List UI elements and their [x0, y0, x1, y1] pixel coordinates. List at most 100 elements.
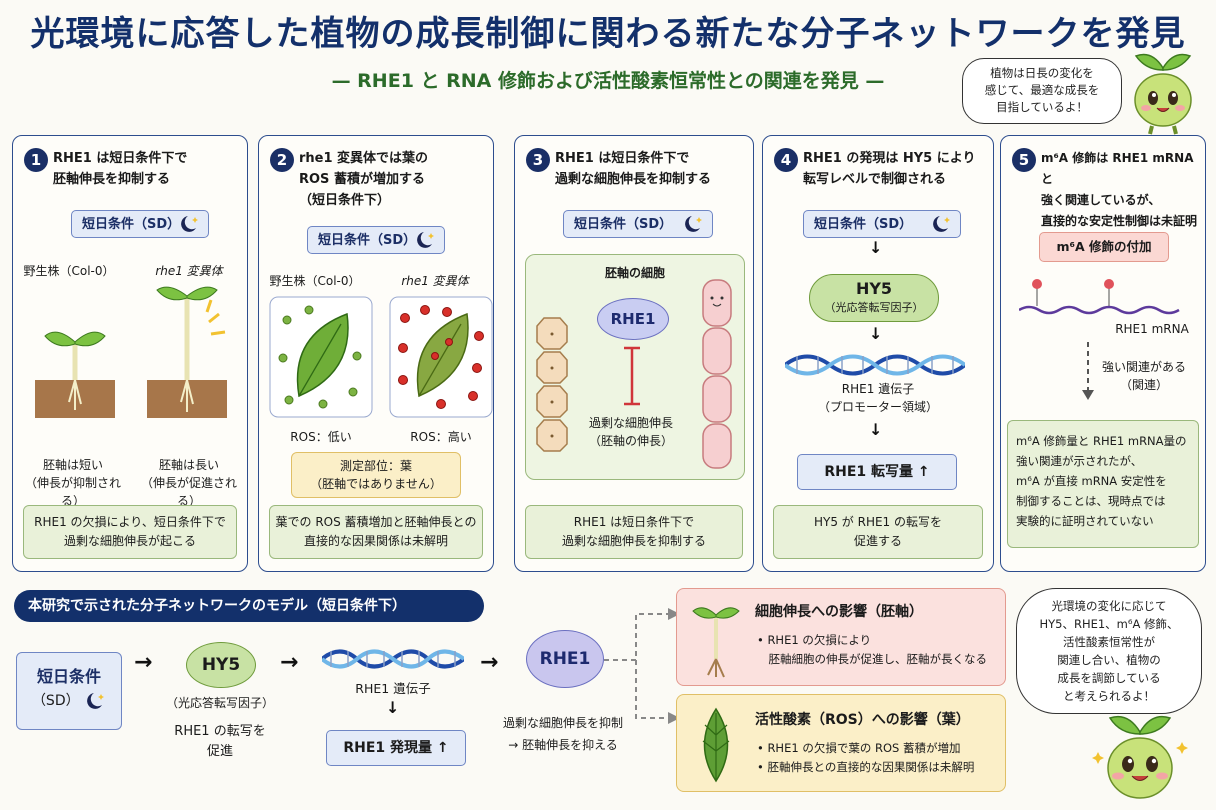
mascot-speech-bubble-bottom: 光環境の変化に応じて HY5、RHE1、m⁶A 修飾、 活性酸素恒常性が 関連し… — [1016, 588, 1202, 714]
sd-label: 短日条件（SD） — [814, 217, 913, 232]
model-rhe1-desc: 過剰な細胞伸長を抑制 → 胚軸伸長を抑える — [488, 712, 638, 756]
panel-title-line: （短日条件下） — [299, 193, 391, 208]
footer-line: 過剰な細胞伸長を抑制する — [561, 534, 706, 548]
panel-number: 2 — [270, 148, 294, 172]
panel-3: 3 RHE1 は短日条件下で 過剰な細胞伸長を抑制する 短日条件（SD） 胚軸の… — [514, 135, 754, 572]
wt-ros-level: ROS：低い — [290, 430, 352, 444]
footer-line: HY5 が RHE1 の転写を — [813, 515, 942, 529]
arrow-right-icon: → — [280, 650, 299, 675]
branch-dashed-arrows-icon — [604, 608, 680, 724]
bullet-line: • RHE1 の欠損により — [757, 633, 872, 647]
sd-line: 短日条件 — [36, 667, 101, 686]
mutant-caption: 胚軸は長い （伸長が促進される） — [133, 456, 245, 510]
gene-line: RHE1 遺伝子 — [841, 382, 915, 396]
panel-4: 4 RHE1 の発現は HY5 により 転写レベルで制御される 短日条件（SD）… — [762, 135, 994, 572]
effect-title: 細胞伸長への影響（胚軸） — [755, 604, 923, 620]
panel-title-line: 強く関連しているが、 — [1041, 193, 1161, 207]
bubble-line: 目指しているよ！ — [996, 100, 1088, 114]
caption-line: 胚軸は短い — [42, 458, 103, 472]
measurement-note: 測定部位：葉 （胚軸ではありません） — [291, 452, 461, 498]
mrna-label: RHE1 mRNA — [1115, 322, 1189, 336]
mascot-speech-bubble-top: 植物は日長の変化を 感じて、最適な成長を 目指しているよ！ — [962, 58, 1122, 124]
gene-line: （プロモーター領域） — [817, 400, 938, 414]
model-rhe1: RHE1 — [526, 630, 604, 688]
model-hy5-sub: （光応答転写因子） — [165, 696, 274, 710]
panel-title-line: RHE1 は短日条件下で — [555, 151, 690, 166]
relation-line: （関連） — [1119, 378, 1168, 392]
dashed-arrow-down-icon — [1082, 342, 1094, 400]
m6a-conclusion: m⁶A 修飾量と RHE1 mRNA量の 強い関連が示されたが、 m⁶A が直接… — [1007, 420, 1199, 548]
bubble-line: と考えられるよ！ — [1063, 689, 1155, 703]
dna-helix-icon — [785, 354, 965, 376]
relation-label: 強い関連がある （関連） — [1089, 358, 1199, 394]
desc-line: 過剰な細胞伸長を抑制 — [502, 716, 623, 730]
effect-ros-box: 活性酸素（ROS）への影響（葉） • RHE1 の欠損で葉の ROS 蓄積が増加… — [676, 694, 1006, 792]
panel-title: rhe1 変異体では葉の ROS 蓄積が増加する （短日条件下） — [299, 148, 487, 211]
sd-line: （SD） — [31, 693, 80, 709]
hy5-sublabel: （光応答転写因子） — [824, 301, 924, 314]
bullet-line: 胚軸細胞の伸長が促進し、胚軸が長くなる — [757, 652, 987, 666]
mrna-strand-icon — [1019, 279, 1180, 315]
hy5-factor: HY5 （光応答転写因子） — [809, 274, 939, 322]
model-heading: 本研究で示された分子ネットワークのモデル（短日条件下） — [14, 590, 484, 622]
page-title: 光環境に応答した植物の成長制御に関わる新たな分子ネットワークを発見 — [30, 14, 1186, 54]
conclusion-line: 実験的に証明されていない — [1016, 514, 1154, 528]
sd-label: 短日条件（SD） — [574, 217, 673, 232]
bubble-line: 光環境の変化に応じて — [1051, 599, 1167, 613]
inhibition-icon — [624, 346, 640, 406]
moon-stars-icon — [933, 216, 950, 232]
inhibited-process: 過剰な細胞伸長 （胚軸の伸長） — [571, 414, 691, 450]
measure-line: （胚軸ではありません） — [310, 477, 442, 491]
panel-footer: HY5 が RHE1 の転写を 促進する — [773, 505, 983, 559]
mutant-label: rhe1 変異体 — [155, 264, 223, 278]
mutant-label: rhe1 変異体 — [401, 274, 469, 288]
mutant-ros-level: ROS：高い — [410, 430, 472, 444]
model-hy5: HY5 — [186, 642, 256, 688]
footer-line: 過剰な細胞伸長が起こる — [63, 534, 196, 548]
sd-condition-tag: 短日条件（SD） — [71, 210, 209, 238]
rhe1-protein: RHE1 — [597, 298, 669, 340]
arrow-down-icon: ↓ — [869, 238, 883, 257]
measure-line: 測定部位：葉 — [339, 459, 412, 473]
panel-title: RHE1 は短日条件下で 胚軸伸長を抑制する — [53, 148, 241, 190]
bullet-line: • 胚軸伸長との直接的な因果関係は未解明 — [757, 760, 975, 774]
footer-line: RHE1 の欠損により、短日条件下で — [34, 515, 226, 529]
footer-line: 促進する — [853, 534, 902, 548]
panel-title: m⁶A 修飾は RHE1 mRNA と 強く関連しているが、 直接的な安定性制御… — [1041, 148, 1203, 232]
desc-line: RHE1 の転写を — [174, 724, 266, 739]
footer-line: RHE1 は短日条件下で — [573, 515, 695, 529]
model-dna-helix-icon — [322, 649, 464, 669]
leaf-high-ros-icon — [389, 296, 493, 418]
mascot-sprout-icon — [1092, 715, 1188, 799]
panel-title-line: 直接的な安定性制御は未証明 — [1041, 214, 1198, 228]
arrow-down-icon: ↓ — [869, 324, 883, 343]
bullet-line: • RHE1 の欠損で葉の ROS 蓄積が増加 — [757, 741, 961, 755]
bubble-line: 植物は日長の変化を — [990, 66, 1094, 80]
seedling-short-icon — [35, 331, 115, 418]
wt-label: 野生株（Col-0） — [23, 264, 115, 278]
panel-title: RHE1 は短日条件下で 過剰な細胞伸長を抑制する — [555, 148, 743, 190]
leaf-icon — [702, 707, 730, 783]
panel-footer: 葉での ROS 蓄積増加と胚軸伸長との 直接的な因果関係は未解明 — [269, 505, 483, 559]
panel-title-line: m⁶A 修飾は RHE1 mRNA と — [1041, 151, 1194, 186]
long-cells-icon — [702, 279, 732, 469]
arrow-down-icon: ↓ — [386, 698, 400, 717]
effect-bullets: • RHE1 の欠損で葉の ROS 蓄積が増加 • 胚軸伸長との直接的な因果関係… — [757, 739, 1003, 777]
moon-stars-icon — [417, 232, 434, 248]
panel-title: RHE1 の発現は HY5 により 転写レベルで制御される — [803, 148, 991, 190]
panel-2: 2 rhe1 変異体では葉の ROS 蓄積が増加する （短日条件下） 短日条件（… — [258, 135, 494, 572]
inhibit-line: （胚軸の伸長） — [588, 434, 673, 448]
wt-label: 野生株（Col-0） — [269, 274, 361, 288]
m6a-modification-tag: m⁶A 修飾の付加 — [1039, 232, 1169, 262]
footer-line: 葉での ROS 蓄積増加と胚軸伸長との — [275, 515, 477, 529]
moon-stars-icon — [181, 216, 198, 232]
relation-line: 強い関連がある — [1101, 360, 1186, 374]
panel-number: 4 — [774, 148, 798, 172]
desc-line: → 胚軸伸長を抑える — [508, 738, 618, 752]
panel-number: 5 — [1012, 148, 1036, 172]
hy5-label: HY5 — [855, 279, 893, 298]
panel-title-line: 転写レベルで制御される — [803, 172, 947, 187]
conclusion-line: 制御することは、現時点では — [1016, 494, 1166, 508]
page-subtitle: — RHE1 と RNA 修飾および活性酸素恒常性との関連を発見 — — [331, 70, 885, 92]
bubble-line: 活性酸素恒常性が — [1063, 635, 1155, 649]
